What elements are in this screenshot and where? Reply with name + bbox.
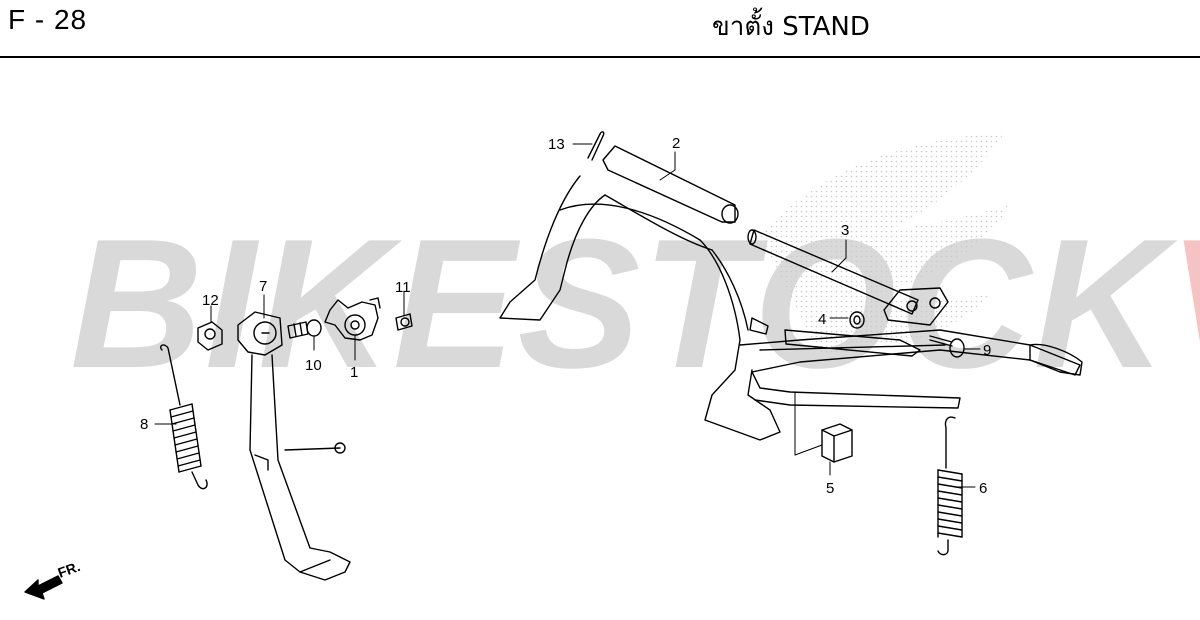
callout-12: 12 (202, 292, 219, 309)
switch-part-1 (324, 297, 381, 341)
spring-part-6 (937, 416, 963, 556)
page-code: F - 28 (8, 4, 88, 35)
leader-lines (154, 143, 981, 488)
spring-part-8 (159, 344, 208, 490)
callout-9: 9 (983, 342, 991, 359)
main-stand-part-2 (499, 145, 1083, 441)
front-direction-label: FR. (56, 558, 83, 581)
page-title: ขาตั้ง STAND (712, 12, 870, 42)
callout-8: 8 (140, 416, 148, 433)
callout-5: 5 (826, 480, 834, 497)
header-divider (0, 56, 1200, 58)
callout-11: 11 (395, 279, 411, 296)
callout-7: 7 (259, 278, 267, 295)
pivot-shaft-part-3 (747, 229, 949, 326)
nut-part-12 (197, 321, 223, 351)
callout-2: 2 (672, 135, 680, 152)
rubber-stopper-part-5 (821, 423, 853, 463)
callout-4: 4 (818, 311, 826, 328)
cotter-pin-part-13 (587, 131, 605, 161)
callout-10: 10 (305, 357, 322, 374)
side-stand-part-7 (237, 311, 351, 581)
callout-6: 6 (979, 480, 987, 497)
callout-1: 1 (350, 364, 358, 381)
wing-logo-background (760, 132, 1010, 355)
bolt-part-10 (287, 319, 322, 339)
collar-part-4 (849, 311, 865, 329)
screw-part-11 (395, 313, 413, 331)
callout-3: 3 (841, 222, 849, 239)
callout-13: 13 (548, 136, 565, 153)
front-direction-arrow-icon (24, 575, 63, 600)
bolt-part-9 (929, 335, 965, 358)
